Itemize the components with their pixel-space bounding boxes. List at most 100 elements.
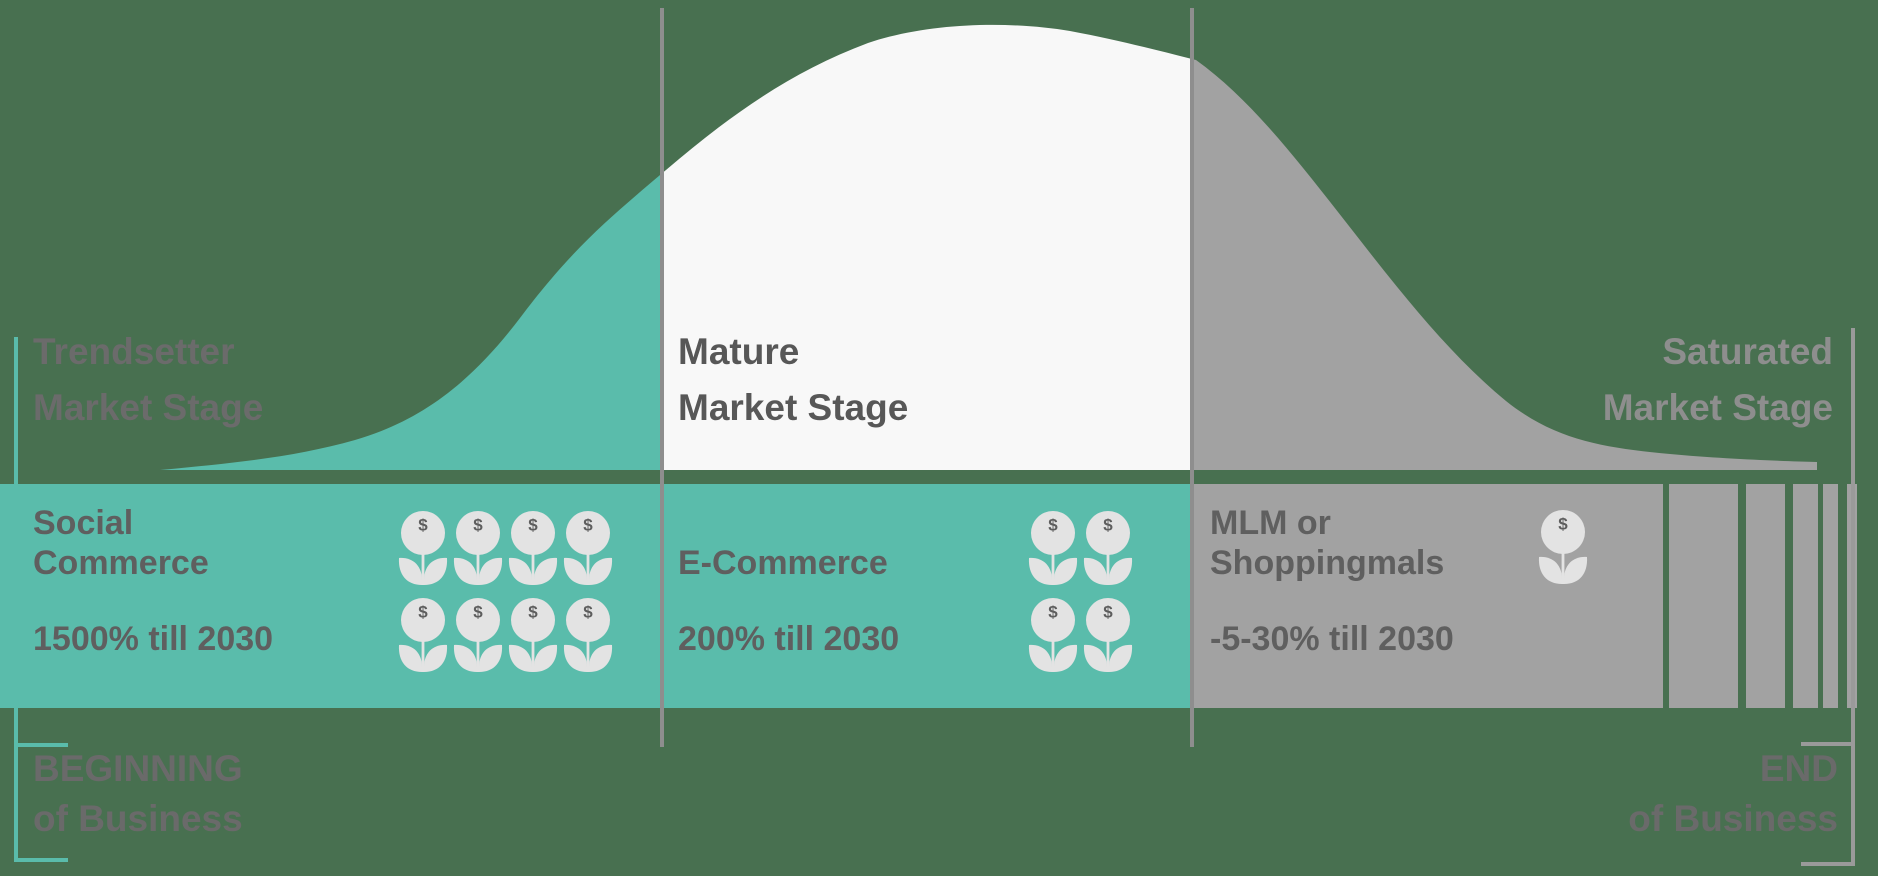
section-label-line: Shoppingmals <box>1210 544 1445 582</box>
growth-social-commerce: 1500% till 2030 <box>33 620 274 658</box>
money-flower-icon: $ <box>453 511 503 585</box>
money-flower-icon: $ <box>563 598 613 672</box>
section-label-line: E-Commerce <box>678 544 888 582</box>
flower-stem <box>1051 549 1055 585</box>
band-gray <box>1191 484 1663 708</box>
dollar-sign: $ <box>473 516 483 535</box>
flower-leaf-right <box>589 557 613 585</box>
decline-stripe <box>1746 484 1785 708</box>
flower-head <box>1031 598 1075 642</box>
stage-divider-2 <box>1190 8 1194 747</box>
dollar-sign: $ <box>1103 516 1113 535</box>
flower-leaf-right <box>424 557 448 585</box>
stage-title-mature: Mature Market Stage <box>678 324 908 436</box>
flower-stem <box>586 636 590 672</box>
flower-group-mlm: $ <box>1537 510 1589 586</box>
stage-title-line: Saturated <box>1662 331 1833 372</box>
stage-title-line: Market Stage <box>678 387 909 428</box>
flower-head <box>1086 511 1130 555</box>
flower-leaf-right <box>1109 557 1133 585</box>
curve-section-mature <box>663 24 1191 471</box>
flower-head <box>1086 598 1130 642</box>
money-flower-icon: $ <box>453 598 503 672</box>
flower-leaf-right <box>424 644 448 672</box>
flower-head <box>401 598 445 642</box>
flower-head <box>401 511 445 555</box>
flower-leaf-left <box>1538 556 1562 584</box>
flower-stem <box>1051 636 1055 672</box>
timeline-label-line: of Business <box>1628 798 1838 839</box>
money-flower-icon: $ <box>508 511 558 585</box>
money-flower-icon: $ <box>1538 510 1588 584</box>
money-flower-icon: $ <box>563 511 613 585</box>
flower-leaf-left <box>508 644 532 672</box>
money-flower-icon: $ <box>398 511 448 585</box>
flower-leaf-right <box>534 644 558 672</box>
dollar-sign: $ <box>1103 603 1113 622</box>
flower-stem <box>531 636 535 672</box>
begin-axis-line <box>14 337 18 862</box>
flower-stem <box>1106 549 1110 585</box>
dollar-sign: $ <box>473 603 483 622</box>
section-label-line: Social <box>33 504 134 542</box>
decline-stripe <box>1823 484 1838 708</box>
section-label-ecommerce: E-Commerce <box>678 543 888 583</box>
flower-head <box>566 511 610 555</box>
money-flower-icon: $ <box>1028 511 1078 585</box>
flower-leaf-right <box>1054 557 1078 585</box>
end-axis-tick-bottom <box>1801 862 1855 866</box>
flower-stem <box>476 636 480 672</box>
flower-leaf-right <box>1109 644 1133 672</box>
flower-leaf-right <box>534 557 558 585</box>
flower-group-social: $ $ $ $ $ $ $ <box>397 511 614 674</box>
section-label-mlm: MLM or Shoppingmals <box>1210 503 1444 583</box>
flower-head <box>456 511 500 555</box>
flower-leaf-left <box>508 557 532 585</box>
section-label-line: Commerce <box>33 544 209 582</box>
stage-title-line: Trendsetter <box>33 331 235 372</box>
flower-leaf-left <box>453 644 477 672</box>
flower-head <box>511 511 555 555</box>
flower-head <box>511 598 555 642</box>
end-axis-line <box>1851 328 1855 866</box>
money-flower-icon: $ <box>398 598 448 672</box>
dollar-sign: $ <box>528 516 538 535</box>
flower-stem <box>421 549 425 585</box>
flower-stem <box>476 549 480 585</box>
begin-axis-tick-top <box>14 743 68 747</box>
flower-leaf-left <box>1083 644 1107 672</box>
stage-divider-1 <box>660 8 664 747</box>
dollar-sign: $ <box>1048 603 1058 622</box>
flower-head <box>1541 510 1585 554</box>
stage-title-line: Mature <box>678 331 800 372</box>
flower-leaf-right <box>1054 644 1078 672</box>
flower-leaf-left <box>563 557 587 585</box>
dollar-sign: $ <box>583 516 593 535</box>
dollar-sign: $ <box>1048 516 1058 535</box>
money-flower-icon: $ <box>1028 598 1078 672</box>
section-label-line: MLM or <box>1210 504 1331 542</box>
timeline-label-line: of Business <box>33 798 243 839</box>
flower-leaf-left <box>1028 557 1052 585</box>
dollar-sign: $ <box>418 603 428 622</box>
dollar-sign: $ <box>528 603 538 622</box>
money-flower-icon: $ <box>508 598 558 672</box>
flower-head <box>1031 511 1075 555</box>
dollar-sign: $ <box>1558 515 1568 534</box>
section-label-social-commerce: Social Commerce <box>33 503 209 583</box>
flower-leaf-right <box>479 644 503 672</box>
money-flower-icon: $ <box>1083 598 1133 672</box>
flower-stem <box>421 636 425 672</box>
timeline-label-line: BEGINNING <box>33 748 243 789</box>
flower-head <box>566 598 610 642</box>
flower-stem <box>1106 636 1110 672</box>
flower-head <box>456 598 500 642</box>
stage-title-trendsetter: Trendsetter Market Stage <box>33 324 263 436</box>
flower-leaf-left <box>398 557 422 585</box>
stage-title-saturated: Saturated Market Stage <box>1603 324 1833 436</box>
flower-leaf-right <box>479 557 503 585</box>
timeline-label-line: END <box>1759 748 1838 789</box>
flower-leaf-right <box>1564 556 1588 584</box>
